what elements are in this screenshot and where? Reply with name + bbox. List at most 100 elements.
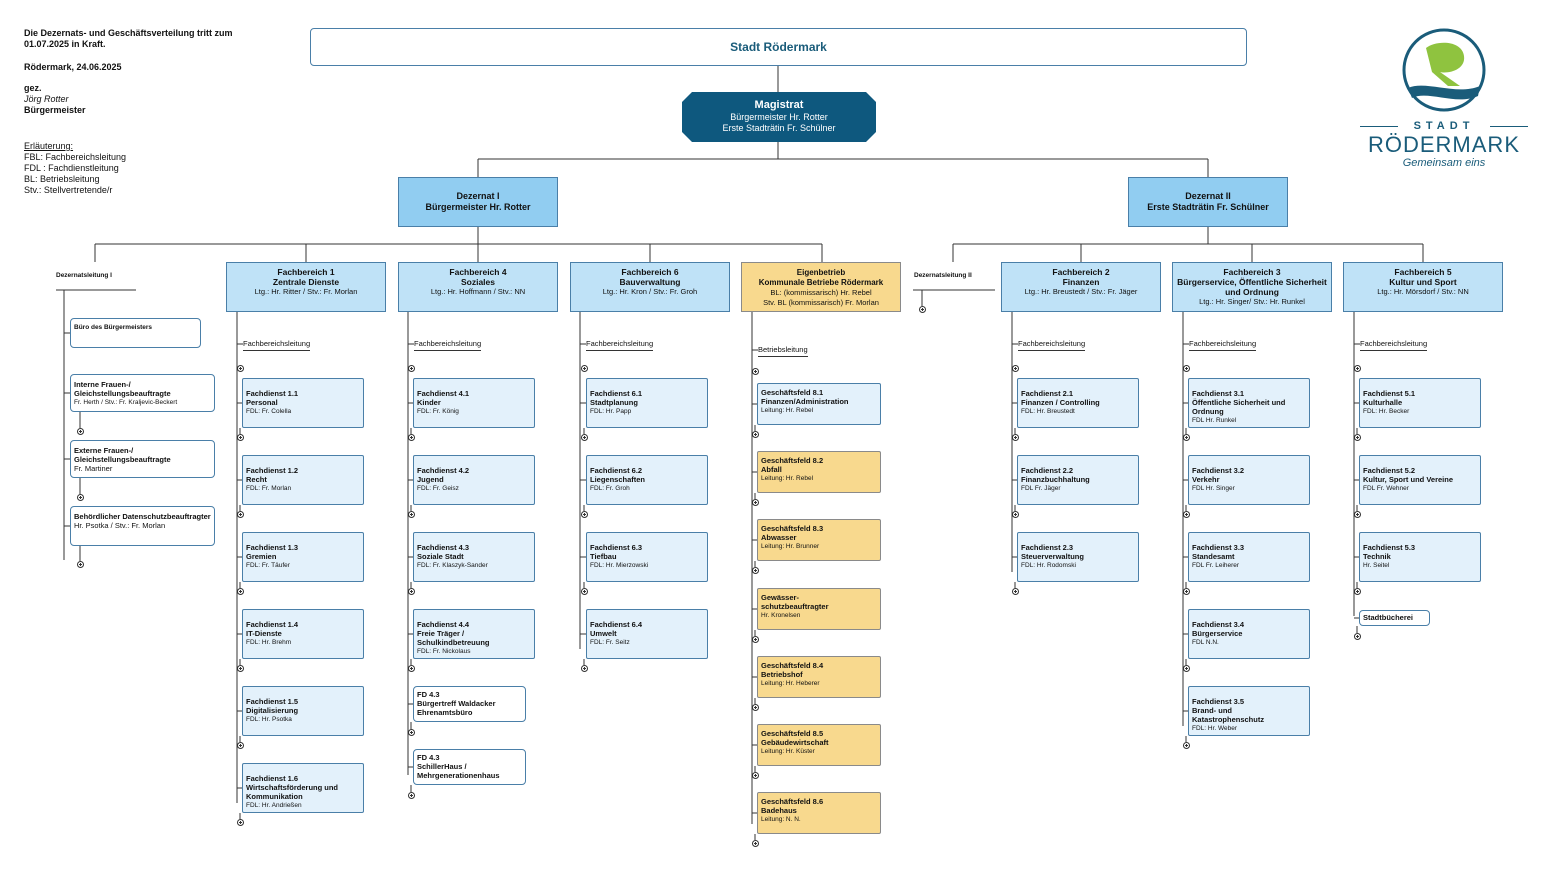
fachdienst-title: Geschäftsfeld 8.2 bbox=[761, 456, 824, 465]
expand-plus-icon[interactable] bbox=[407, 587, 415, 595]
expand-plus-icon[interactable] bbox=[76, 427, 84, 435]
fachbereichsleitung-label: Fachbereichsleitung bbox=[586, 339, 654, 351]
expand-plus-icon[interactable] bbox=[1353, 433, 1361, 441]
fachdienst-leitung: FDL: Fr. Klaszyk-Sander bbox=[417, 562, 488, 569]
expand-plus-icon[interactable] bbox=[407, 510, 415, 518]
fachdienst-name: Abwasser bbox=[761, 533, 797, 542]
expand-plus-icon[interactable] bbox=[1011, 587, 1019, 595]
dezernat-sub: Bürgermeister Hr. Rotter bbox=[425, 202, 531, 212]
expand-plus-icon[interactable] bbox=[580, 664, 588, 672]
fachdienst-title: Geschäftsfeld 8.4 bbox=[761, 661, 824, 670]
fachbereichsleitung-label: Fachbereichsleitung bbox=[414, 339, 482, 351]
dezernat-sub: Erste Stadträtin Fr. Schülner bbox=[1147, 202, 1269, 212]
fachbereich-number: Eigenbetrieb bbox=[796, 268, 846, 277]
expand-plus-icon[interactable] bbox=[751, 430, 759, 438]
fachdienst-title: Gewässer- bbox=[761, 593, 799, 602]
fachdienst-title: Fachdienst 3.4 bbox=[1192, 620, 1245, 629]
expand-plus-icon[interactable] bbox=[236, 664, 244, 672]
expand-plus-icon[interactable] bbox=[407, 364, 415, 372]
expand-plus-icon[interactable] bbox=[236, 433, 244, 441]
fachbereich-number: Fachbereich 2 bbox=[1052, 267, 1110, 277]
expand-plus-icon[interactable] bbox=[751, 703, 759, 711]
fachdienst-title: Fachdienst 4.1 bbox=[417, 389, 470, 398]
expand-plus-icon[interactable] bbox=[1182, 433, 1190, 441]
expand-plus-icon[interactable] bbox=[751, 566, 759, 574]
fachbereich-name: Bürgerservice, Öffentliche Sicherheit un… bbox=[1177, 277, 1327, 297]
expand-plus-icon[interactable] bbox=[751, 771, 759, 779]
fachdienst-leitung: Leitung: N. N. bbox=[761, 816, 801, 823]
fachbereich-leitung: Ltg.: Hr. Mörsdorf / Stv.: NN bbox=[1377, 287, 1469, 296]
fachdienst-name: Steuerverwaltung bbox=[1021, 552, 1084, 561]
expand-plus-icon[interactable] bbox=[407, 728, 415, 736]
stab-box: Externe Frauen-/ Gleichstellungsbeauftra… bbox=[70, 440, 215, 478]
info-signer-title: Bürgermeister bbox=[24, 105, 86, 115]
stab-box: Interne Frauen-/ Gleichstellungsbeauftra… bbox=[70, 374, 215, 412]
expand-plus-icon[interactable] bbox=[407, 791, 415, 799]
fachdienst-leitung: Hr. Seitel bbox=[1363, 562, 1390, 569]
fachdienst-name: Stadtplanung bbox=[590, 398, 638, 407]
expand-plus-icon[interactable] bbox=[580, 433, 588, 441]
expand-plus-icon[interactable] bbox=[751, 367, 759, 375]
expand-plus-icon[interactable] bbox=[1353, 587, 1361, 595]
fachdienst-leitung: FDL N.N. bbox=[1192, 639, 1219, 646]
fachdienst-title: Fachdienst 6.4 bbox=[590, 620, 643, 629]
fachdienst-name: schutzbeauftragter bbox=[761, 602, 829, 611]
expand-plus-icon[interactable] bbox=[76, 493, 84, 501]
logo-slogan: Gemeinsam eins bbox=[1402, 157, 1486, 169]
expand-plus-icon[interactable] bbox=[236, 741, 244, 749]
expand-plus-icon[interactable] bbox=[1182, 510, 1190, 518]
expand-plus-icon[interactable] bbox=[236, 510, 244, 518]
expand-plus-icon[interactable] bbox=[1011, 510, 1019, 518]
expand-plus-icon[interactable] bbox=[1011, 364, 1019, 372]
expand-plus-icon[interactable] bbox=[580, 364, 588, 372]
expand-plus-icon[interactable] bbox=[751, 635, 759, 643]
expand-plus-icon[interactable] bbox=[236, 587, 244, 595]
expand-plus-icon[interactable] bbox=[407, 664, 415, 672]
legend-item: FDL : Fachdienstleitung bbox=[24, 163, 119, 173]
legend-title: Erläuterung: bbox=[24, 141, 74, 151]
fachdienst-leitung: FDL: Hr. Breustedt bbox=[1021, 408, 1075, 415]
fachdienst-title: Fachdienst 5.1 bbox=[1363, 389, 1416, 398]
info-line2: 01.07.2025 in Kraft. bbox=[24, 39, 106, 49]
fachdienst-name: Freie Träger / Schulkindbetreuung bbox=[417, 629, 490, 647]
expand-plus-icon[interactable] bbox=[407, 433, 415, 441]
expand-plus-icon[interactable] bbox=[1182, 587, 1190, 595]
fachdienst-name: Gebäudewirtschaft bbox=[761, 738, 829, 747]
legend: Erläuterung: FBL: Fachbereichsleitung FD… bbox=[24, 141, 126, 196]
expand-plus-icon[interactable] bbox=[1182, 664, 1190, 672]
expand-plus-icon[interactable] bbox=[76, 560, 84, 568]
expand-plus-icon[interactable] bbox=[918, 305, 926, 313]
expand-plus-icon[interactable] bbox=[1011, 433, 1019, 441]
fachbereich-number: Fachbereich 4 bbox=[449, 267, 507, 277]
fachdienst-name: Kulturhalle bbox=[1363, 398, 1403, 407]
expand-plus-icon[interactable] bbox=[1353, 510, 1361, 518]
expand-plus-icon[interactable] bbox=[580, 587, 588, 595]
expand-plus-icon[interactable] bbox=[580, 510, 588, 518]
expand-plus-icon[interactable] bbox=[236, 818, 244, 826]
magistrat-box: Magistrat Bürgermeister Hr. Rotter Erste… bbox=[682, 92, 876, 142]
fachdienst-title: Geschäftsfeld 8.6 bbox=[761, 797, 824, 806]
fachbereichsleitung-label: Fachbereichsleitung bbox=[243, 339, 311, 351]
expand-plus-icon[interactable] bbox=[1182, 364, 1190, 372]
expand-plus-icon[interactable] bbox=[1353, 364, 1361, 372]
fachdienst-leitung: FDL: Fr. Nickolaus bbox=[417, 648, 471, 655]
expand-plus-icon[interactable] bbox=[1353, 632, 1361, 640]
expand-plus-icon[interactable] bbox=[236, 364, 244, 372]
expand-plus-icon[interactable] bbox=[751, 498, 759, 506]
unterabteilung-box: Stadtbücherei bbox=[1359, 610, 1430, 626]
expand-plus-icon[interactable] bbox=[751, 839, 759, 847]
fachdienst-leitung: Leitung: Hr. Küster bbox=[761, 748, 815, 755]
expand-plus-icon[interactable] bbox=[1182, 741, 1190, 749]
